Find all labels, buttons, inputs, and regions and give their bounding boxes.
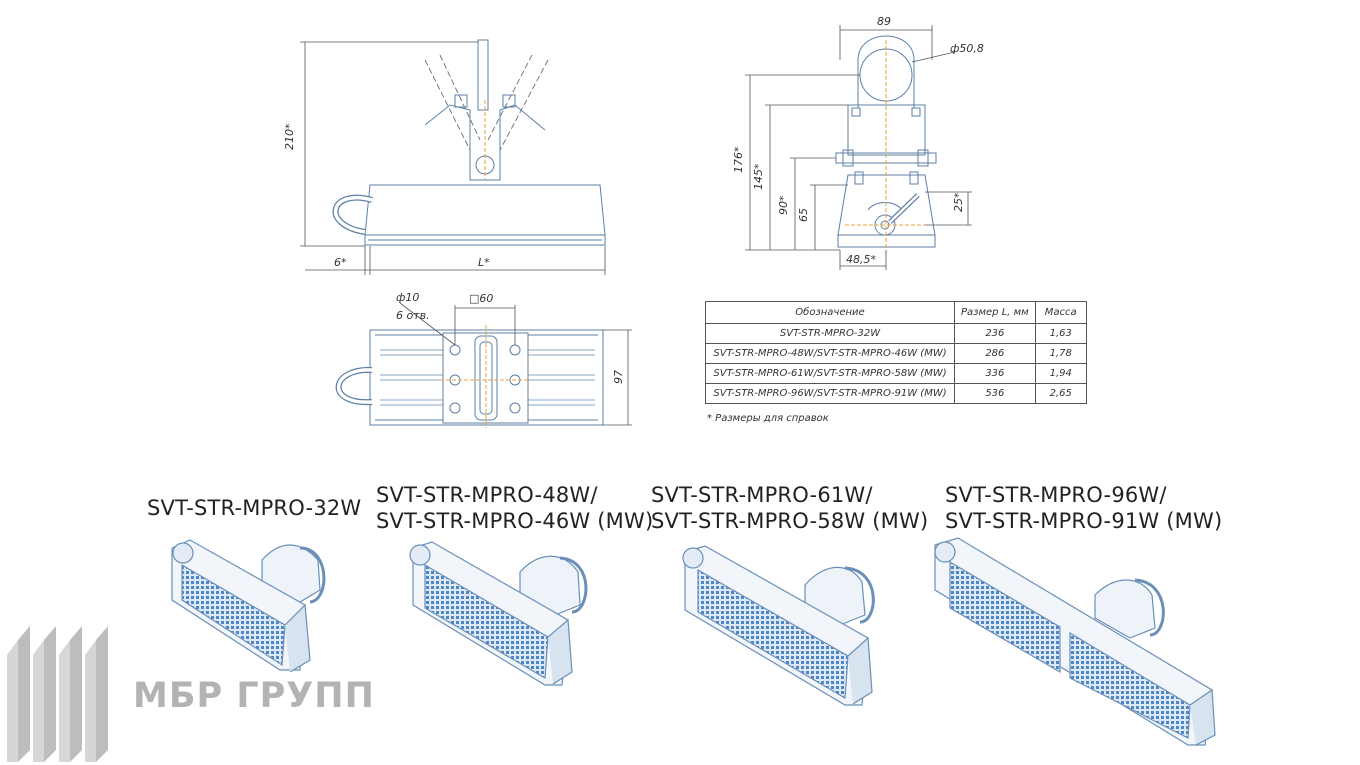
side-length-dim: L* (478, 256, 490, 269)
spec-cell: 1,63 (1034, 323, 1087, 344)
model-title-32w: SVT-STR-MPRO-32W (147, 495, 361, 521)
spec-cell: SVT-STR-MPRO-96W/SVT-STR-MPRO-91W (MW) (705, 383, 955, 404)
spec-cell: 286 (954, 343, 1036, 364)
model-title-line1: SVT-STR-MPRO-61W/ (651, 483, 873, 507)
spec-cell: 2,65 (1034, 383, 1087, 404)
spec-cell: 336 (954, 363, 1036, 384)
side-height-dim: 210* (283, 123, 296, 150)
spec-cell: 1,78 (1034, 343, 1087, 364)
end-height-dim-1: 176* (732, 146, 745, 173)
top-hole-dim: ф10 (396, 291, 419, 304)
model-title-61w: SVT-STR-MPRO-61W/ SVT-STR-MPRO-58W (MW) (651, 482, 928, 534)
spec-table: Обозначение Размер L, мм Масса SVT-STR-M… (705, 301, 1087, 404)
end-pipe-dim: ф50,8 (950, 42, 984, 55)
spec-footnote: * Размеры для справок (707, 413, 829, 424)
product-image-32w (171, 539, 326, 673)
model-title-line2: SVT-STR-MPRO-46W (MW) (376, 509, 654, 533)
model-title-line1: SVT-STR-MPRO-48W/ (376, 483, 598, 507)
model-title-line2: SVT-STR-MPRO-58W (MW) (651, 509, 929, 533)
spec-cell: SVT-STR-MPRO-61W/SVT-STR-MPRO-58W (MW) (705, 363, 955, 384)
spec-cell: SVT-STR-MPRO-48W/SVT-STR-MPRO-46W (MW) (705, 343, 955, 364)
model-title-line2: SVT-STR-MPRO-91W (MW) (945, 509, 1223, 533)
spec-cell: 1,94 (1034, 363, 1087, 384)
top-square-dim: □60 (469, 292, 493, 305)
end-height-dim-4: 65 (797, 208, 810, 222)
model-title-line1: SVT-STR-MPRO-96W/ (945, 483, 1167, 507)
product-image-61w (682, 545, 875, 706)
table-row: SVT-STR-MPRO-61W/SVT-STR-MPRO-58W (MW) 3… (705, 363, 1087, 384)
end-angle-dim: 25* (952, 192, 965, 212)
spec-cell: 536 (954, 383, 1036, 404)
side-view-drawing (300, 39, 606, 275)
spec-cell: SVT-STR-MPRO-32W (705, 323, 955, 344)
table-row: SVT-STR-MPRO-96W/SVT-STR-MPRO-91W (MW) 5… (705, 383, 1087, 404)
model-title-96w: SVT-STR-MPRO-96W/ SVT-STR-MPRO-91W (MW) (945, 482, 1222, 534)
end-width-dim: 89 (877, 15, 891, 28)
end-height-dim-3: 90* (777, 195, 790, 215)
spec-header-mass: Масса (1034, 301, 1087, 324)
table-row: SVT-STR-MPRO-48W/SVT-STR-MPRO-46W (MW) 2… (705, 343, 1087, 364)
product-image-48w (409, 541, 588, 686)
end-base-dim: 48,5* (846, 253, 876, 266)
product-image-96w (934, 537, 1216, 746)
table-row: SVT-STR-MPRO-32W 236 1,63 (705, 323, 1087, 344)
company-logo-text: МБР ГРУПП (133, 676, 375, 716)
spec-cell: 236 (954, 323, 1036, 344)
side-offset-dim: 6* (334, 256, 347, 269)
model-title-line1: SVT-STR-MPRO-32W (147, 496, 362, 520)
spec-header-size: Размер L, мм (954, 301, 1036, 324)
top-hole-count: 6 отв. (396, 309, 430, 322)
model-title-48w: SVT-STR-MPRO-48W/ SVT-STR-MPRO-46W (MW) (376, 482, 653, 534)
top-width-dim: 97 (612, 370, 625, 384)
company-logo-mark (7, 626, 108, 762)
top-view-drawing (335, 302, 632, 428)
end-height-dim-2: 145* (752, 163, 765, 190)
spec-header-designation: Обозначение (705, 301, 955, 324)
end-view-drawing (745, 25, 972, 270)
